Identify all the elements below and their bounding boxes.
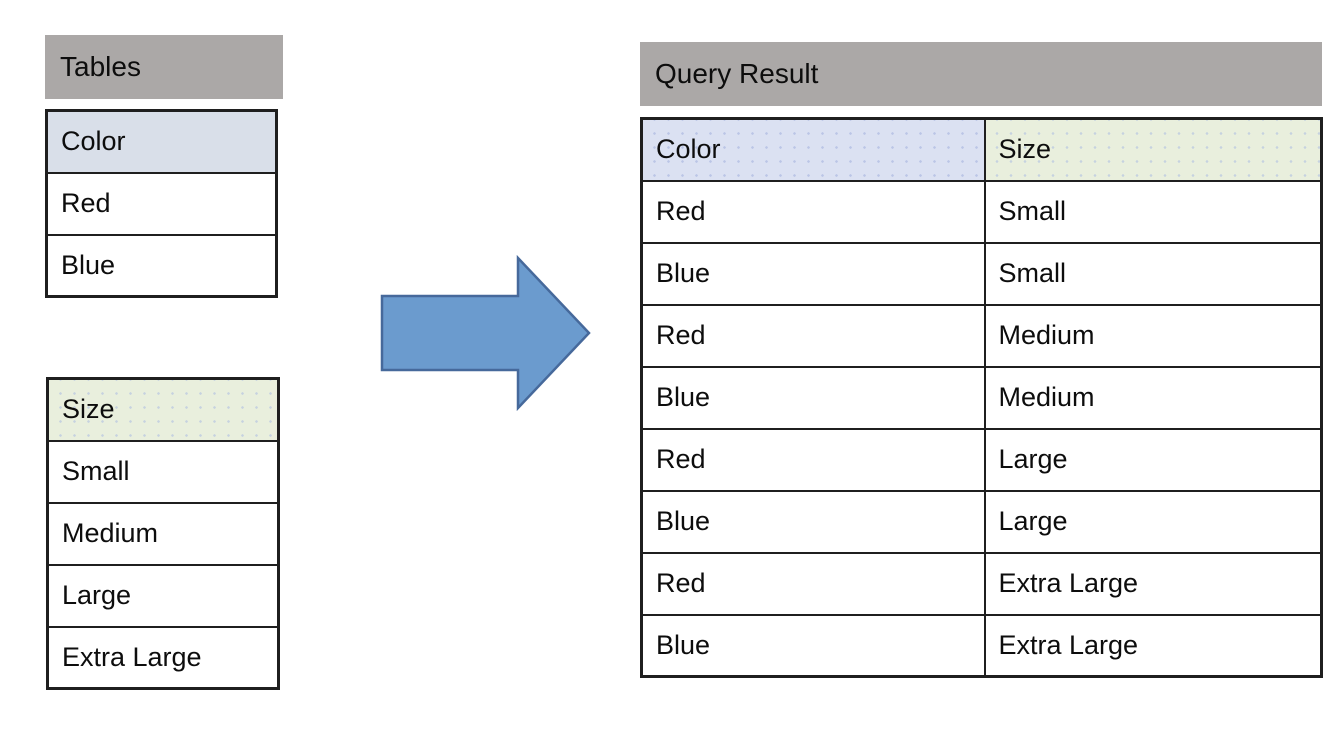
- query-result-color-cell: Red: [640, 303, 986, 368]
- query-result-row: Red Medium: [640, 303, 1323, 368]
- size-table-header: Size: [46, 377, 280, 442]
- query-result-row: Red Large: [640, 427, 1323, 492]
- size-table-row: Small: [46, 439, 280, 504]
- tables-section-title: Tables: [60, 51, 141, 82]
- query-result-size-cell: Extra Large: [983, 551, 1323, 616]
- size-value-cell: Large: [46, 563, 280, 628]
- query-result-row: Blue Medium: [640, 365, 1323, 430]
- query-result-row: Blue Extra Large: [640, 613, 1323, 678]
- query-result-size-cell: Small: [983, 179, 1323, 244]
- size-table-header-row: Size: [46, 377, 280, 442]
- query-result-color-cell: Red: [640, 551, 986, 616]
- query-result-size-cell: Large: [983, 489, 1323, 554]
- query-result-color-cell: Blue: [640, 241, 986, 306]
- color-table-row: Red: [45, 171, 278, 236]
- query-result-table: Color Size Red Small Blue Small Red Medi…: [640, 117, 1323, 678]
- query-result-header-row: Color Size: [640, 117, 1323, 182]
- size-table: Size Small Medium Large Extra Large: [46, 377, 280, 690]
- query-result-row: Blue Large: [640, 489, 1323, 554]
- query-result-row: Blue Small: [640, 241, 1323, 306]
- color-value-cell: Red: [45, 171, 278, 236]
- size-value-cell: Extra Large: [46, 625, 280, 690]
- query-result-size-cell: Small: [983, 241, 1323, 306]
- query-result-row: Red Small: [640, 179, 1323, 244]
- color-value-cell: Blue: [45, 233, 278, 298]
- query-result-size-header: Size: [983, 117, 1323, 182]
- color-table-header-row: Color: [45, 109, 278, 174]
- query-result-size-cell: Extra Large: [983, 613, 1323, 678]
- query-result-size-cell: Medium: [983, 303, 1323, 368]
- query-result-color-cell: Blue: [640, 489, 986, 554]
- size-table-row: Extra Large: [46, 625, 280, 690]
- color-table-header: Color: [45, 109, 278, 174]
- right-arrow-icon: [380, 255, 592, 411]
- query-result-color-cell: Blue: [640, 613, 986, 678]
- query-result-row: Red Extra Large: [640, 551, 1323, 616]
- query-result-color-cell: Blue: [640, 365, 986, 430]
- query-result-size-cell: Large: [983, 427, 1323, 492]
- tables-section-header: Tables: [45, 35, 283, 99]
- color-table: Color Red Blue: [45, 109, 278, 298]
- size-value-cell: Small: [46, 439, 280, 504]
- size-value-cell: Medium: [46, 501, 280, 566]
- query-result-section-title: Query Result: [655, 58, 819, 89]
- query-result-color-cell: Red: [640, 179, 986, 244]
- color-table-row: Blue: [45, 233, 278, 298]
- query-result-section-header: Query Result: [640, 42, 1322, 106]
- query-result-color-header: Color: [640, 117, 986, 182]
- size-table-row: Large: [46, 563, 280, 628]
- query-result-size-cell: Medium: [983, 365, 1323, 430]
- query-result-color-cell: Red: [640, 427, 986, 492]
- size-table-row: Medium: [46, 501, 280, 566]
